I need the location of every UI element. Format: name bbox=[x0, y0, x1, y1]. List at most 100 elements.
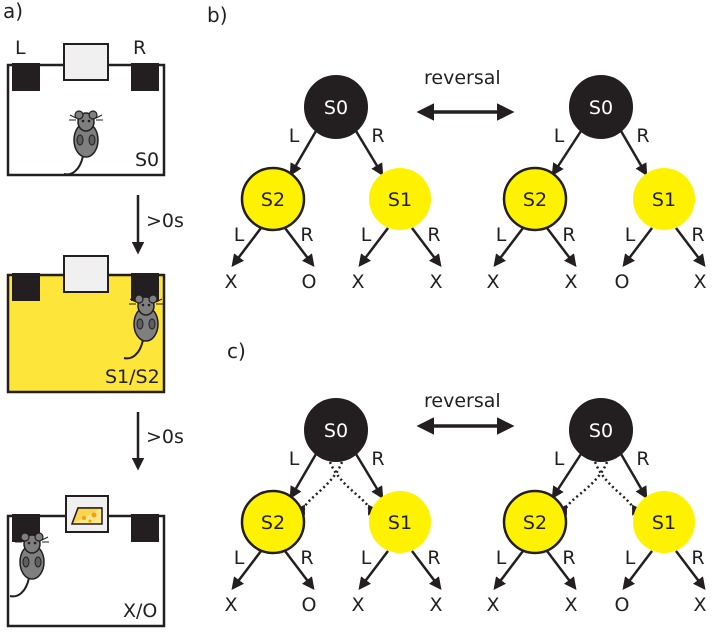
edge-left-left bbox=[493, 550, 524, 590]
edge-label-right: R bbox=[371, 448, 384, 470]
node-left bbox=[240, 489, 306, 555]
outcome-label: X bbox=[351, 271, 364, 293]
panel-c-label: c) bbox=[227, 339, 246, 363]
outcome-label: X bbox=[693, 271, 706, 293]
edge-label-right: R bbox=[562, 224, 575, 246]
node-right bbox=[633, 491, 695, 553]
edge-right-left bbox=[622, 550, 653, 590]
panel-a-label: a) bbox=[3, 0, 23, 23]
edge-label-left: L bbox=[234, 224, 245, 246]
node-left bbox=[502, 166, 568, 232]
outcome-label: X bbox=[224, 594, 237, 616]
food-dispenser bbox=[63, 255, 109, 293]
edge-left-left bbox=[231, 550, 262, 590]
delay-label-1: >0s bbox=[146, 210, 184, 232]
node-left-label: S2 bbox=[261, 512, 285, 534]
node-left bbox=[502, 489, 568, 555]
node-right-label: S1 bbox=[388, 512, 412, 534]
edge-right-right bbox=[675, 227, 706, 267]
lever-left-label: L bbox=[15, 37, 26, 59]
delay-arrow-1: >0s bbox=[131, 195, 184, 255]
outcome-label: O bbox=[615, 594, 630, 616]
lever-left bbox=[12, 273, 40, 301]
edge-right-left bbox=[622, 227, 653, 267]
edge-left-left bbox=[231, 227, 262, 267]
node-right-label: S1 bbox=[388, 189, 412, 211]
outcome-label: X bbox=[693, 594, 706, 616]
node-left bbox=[240, 166, 306, 232]
edge-label-right: R bbox=[371, 125, 384, 147]
lever-right-label: R bbox=[133, 37, 146, 59]
edge-left-right bbox=[546, 550, 577, 590]
node-right bbox=[369, 491, 431, 553]
box-outcome: X/O bbox=[6, 495, 166, 628]
edge-label-right: R bbox=[636, 125, 649, 147]
dotted-transition-right bbox=[593, 461, 642, 516]
state-label: S1/S2 bbox=[105, 366, 160, 388]
edge-label-left: L bbox=[625, 547, 636, 569]
edge-root-left bbox=[551, 453, 583, 500]
node-left-label: S2 bbox=[261, 189, 285, 211]
outcome-label: X bbox=[429, 594, 442, 616]
edge-left-right bbox=[284, 550, 315, 590]
edge-label-left: L bbox=[289, 125, 300, 147]
cheese-icon bbox=[70, 507, 103, 525]
node-root bbox=[569, 75, 633, 139]
edge-label-left: L bbox=[289, 448, 300, 470]
food-dispenser bbox=[63, 43, 109, 81]
edge-root-left bbox=[289, 453, 318, 500]
outcome-label: O bbox=[302, 271, 317, 293]
edge-root-right bbox=[619, 130, 648, 177]
edge-label-right: R bbox=[691, 547, 704, 569]
edge-right-left bbox=[358, 227, 389, 267]
outcome-label: X bbox=[564, 594, 577, 616]
dotted-transition-right bbox=[328, 461, 378, 516]
edge-label-left: L bbox=[554, 448, 565, 470]
node-root bbox=[569, 398, 633, 462]
node-left-label: S2 bbox=[523, 189, 547, 211]
reversal-label: reversal bbox=[424, 67, 501, 89]
edge-label-right: R bbox=[300, 547, 313, 569]
node-root bbox=[304, 398, 368, 462]
edge-left-right bbox=[546, 227, 577, 267]
reversal-b: reversal bbox=[416, 67, 515, 121]
lever-left bbox=[12, 63, 40, 91]
panel-b-label: b) bbox=[207, 3, 228, 27]
edge-label-left: L bbox=[234, 547, 245, 569]
edge-label-right: R bbox=[562, 547, 575, 569]
edge-left-right bbox=[284, 227, 315, 267]
outcome-label: X bbox=[486, 594, 499, 616]
node-root-label: S0 bbox=[324, 97, 348, 119]
edge-root-right bbox=[354, 130, 384, 177]
dotted-transition-left bbox=[295, 461, 344, 516]
edge-label-left: L bbox=[625, 224, 636, 246]
edge-root-right bbox=[619, 453, 648, 500]
edge-label-right: R bbox=[427, 547, 440, 569]
node-root-label: S0 bbox=[589, 420, 613, 442]
edge-label-left: L bbox=[554, 125, 565, 147]
node-root-label: S0 bbox=[589, 97, 613, 119]
edge-label-left: L bbox=[361, 547, 372, 569]
edge-label-right: R bbox=[427, 224, 440, 246]
outcome-label: X bbox=[351, 594, 364, 616]
box-s0: L R S0 bbox=[6, 37, 166, 177]
edge-label-left: L bbox=[496, 224, 507, 246]
edge-label-left: L bbox=[496, 547, 507, 569]
delay-label-2: >0s bbox=[146, 426, 184, 448]
outcome-label: O bbox=[302, 594, 317, 616]
reversal-c: reversal bbox=[416, 390, 515, 435]
node-right bbox=[369, 168, 431, 230]
node-right-label: S1 bbox=[652, 189, 676, 211]
node-root bbox=[304, 75, 368, 139]
edge-label-right: R bbox=[300, 224, 313, 246]
edge-right-right bbox=[411, 550, 442, 590]
state-label: S0 bbox=[135, 149, 159, 171]
edge-root-right bbox=[354, 453, 384, 500]
state-label: X/O bbox=[123, 600, 157, 622]
